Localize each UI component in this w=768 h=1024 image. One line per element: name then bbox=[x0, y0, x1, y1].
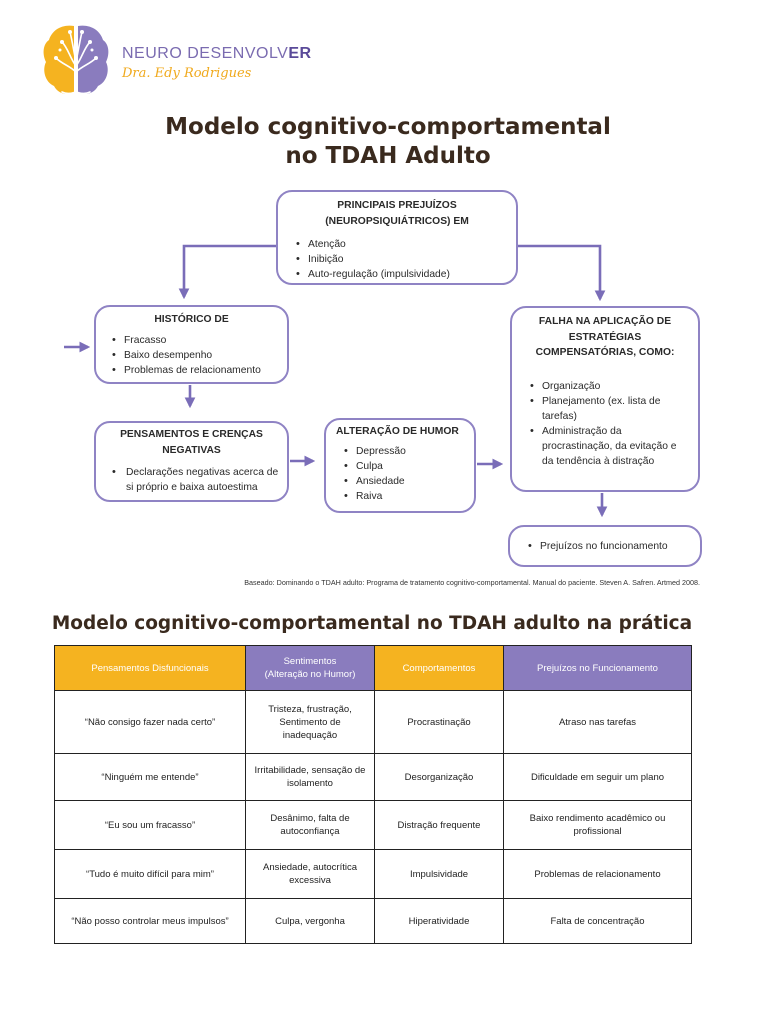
cell-prejuizo: Falta de concentração bbox=[503, 898, 692, 944]
table-row: “Não consigo fazer nada certo” Tristeza,… bbox=[54, 690, 692, 754]
falha-list: Organização Planejamento (ex. lista de t… bbox=[522, 379, 688, 469]
funcionamento-list: Prejuízos no funcionamento bbox=[520, 539, 690, 554]
section-title: Modelo cognitivo-comportamental no TDAH … bbox=[51, 613, 693, 634]
pensamentos-list: Declarações negativas acerca de si própr… bbox=[104, 465, 279, 495]
cell-prejuizo: Problemas de relacionamento bbox=[503, 849, 692, 899]
list-item: Baixo desempenho bbox=[104, 348, 279, 363]
list-item: Organização bbox=[522, 379, 688, 394]
page-title: Modelo cognitivo-comportamental no TDAH … bbox=[0, 113, 768, 171]
humor-list: Depressão Culpa Ansiedade Raiva bbox=[336, 444, 464, 504]
list-item: Ansiedade bbox=[336, 474, 464, 489]
cell-prejuizo: Baixo rendimento acadêmico ou profission… bbox=[503, 800, 692, 850]
cell-comportamento: Desorganização bbox=[374, 753, 504, 801]
cell-comportamento: Procrastinação bbox=[374, 690, 504, 754]
table-row: “Ninguém me entende” Irritabilidade, sen… bbox=[54, 753, 692, 801]
list-item: Auto-regulação (impulsividade) bbox=[288, 267, 506, 282]
box-heading: FALHA NA APLICAÇÃO DE ESTRATÉGIAS COMPEN… bbox=[535, 316, 675, 358]
header-sentimentos: Sentimentos (Alteração no Humor) bbox=[245, 645, 375, 691]
box-historico: HISTÓRICO DE Fracasso Baixo desempenho P… bbox=[94, 305, 289, 384]
cell-pensamento: “Ninguém me entende” bbox=[54, 753, 246, 801]
list-item: Raiva bbox=[336, 489, 464, 504]
arrow-prejuizos-to-falha bbox=[518, 244, 606, 302]
cell-prejuizo: Atraso nas tarefas bbox=[503, 690, 692, 754]
table-row: “Tudo é muito difícil para mim” Ansiedad… bbox=[54, 849, 692, 899]
header-comportamentos: Comportamentos bbox=[374, 645, 504, 691]
page-title-line-1: Modelo cognitivo-comportamental bbox=[165, 114, 611, 140]
cell-pensamento: “Eu sou um fracasso” bbox=[54, 800, 246, 850]
list-item: Prejuízos no funcionamento bbox=[520, 539, 690, 554]
cell-pensamento: “Tudo é muito difícil para mim” bbox=[54, 849, 246, 899]
list-item: Planejamento (ex. lista de tarefas) bbox=[522, 394, 688, 424]
list-item: Fracasso bbox=[104, 333, 279, 348]
header-prejuizos: Prejuízos no Funcionamento bbox=[503, 645, 692, 691]
box-heading: PENSAMENTOS E CRENÇAS NEGATIVAS bbox=[120, 429, 263, 456]
cell-sentimento: Culpa, vergonha bbox=[245, 898, 375, 944]
list-item: Declarações negativas acerca de si própr… bbox=[104, 465, 279, 495]
cell-comportamento: Hiperatividade bbox=[374, 898, 504, 944]
brain-tree-icon bbox=[43, 25, 109, 95]
brand-name: NEURO DESENVOLVER bbox=[122, 45, 312, 62]
practice-table: Pensamentos Disfuncionais Sentimentos (A… bbox=[54, 645, 692, 944]
list-item: Problemas de relacionamento bbox=[104, 363, 279, 378]
box-falha-estrategias: FALHA NA APLICAÇÃO DE ESTRATÉGIAS COMPEN… bbox=[510, 306, 700, 492]
arrow-prejuizos-to-historico bbox=[178, 244, 276, 300]
page-title-line-2: no TDAH Adulto bbox=[285, 143, 491, 169]
table-row: “Não posso controlar meus impulsos” Culp… bbox=[54, 898, 692, 944]
cell-sentimento: Ansiedade, autocrítica excessiva bbox=[245, 849, 375, 899]
list-item: Atenção bbox=[288, 237, 506, 252]
box-principais-prejuizos: PRINCIPAIS PREJUÍZOS (NEUROPSIQUIÁTRICOS… bbox=[276, 190, 518, 285]
historico-list: Fracasso Baixo desempenho Problemas de r… bbox=[104, 333, 279, 378]
brand-subtitle: Dra. Edy Rodrigues bbox=[122, 66, 252, 81]
cell-pensamento: “Não consigo fazer nada certo” bbox=[54, 690, 246, 754]
box-pensamentos-negativos: PENSAMENTOS E CRENÇAS NEGATIVAS Declaraç… bbox=[94, 421, 289, 502]
prejuizos-list: Atenção Inibição Auto-regulação (impulsi… bbox=[288, 237, 506, 282]
header-pensamentos: Pensamentos Disfuncionais bbox=[54, 645, 246, 691]
cell-sentimento: Irritabilidade, sensação de isolamento bbox=[245, 753, 375, 801]
list-item: Culpa bbox=[336, 459, 464, 474]
box-prejuizos-funcionamento: Prejuízos no funcionamento bbox=[508, 525, 702, 567]
list-item: Inibição bbox=[288, 252, 506, 267]
cell-comportamento: Distração frequente bbox=[374, 800, 504, 850]
table-header-row: Pensamentos Disfuncionais Sentimentos (A… bbox=[54, 645, 692, 691]
box-alteracao-humor: ALTERAÇÃO DE HUMOR Depressão Culpa Ansie… bbox=[324, 418, 476, 513]
cell-prejuizo: Dificuldade em seguir um plano bbox=[503, 753, 692, 801]
list-item: Administração da procrastinação, da evit… bbox=[522, 424, 688, 469]
box-heading: HISTÓRICO DE bbox=[154, 314, 229, 325]
cell-pensamento: “Não posso controlar meus impulsos” bbox=[54, 898, 246, 944]
cell-comportamento: Impulsividade bbox=[374, 849, 504, 899]
table-row: “Eu sou um fracasso” Desânimo, falta de … bbox=[54, 800, 692, 850]
box-heading: ALTERAÇÃO DE HUMOR bbox=[336, 426, 459, 437]
cell-sentimento: Tristeza, frustração, Sentimento de inad… bbox=[245, 690, 375, 754]
box-heading: PRINCIPAIS PREJUÍZOS (NEUROPSIQUIÁTRICOS… bbox=[325, 200, 469, 227]
list-item: Depressão bbox=[336, 444, 464, 459]
cell-sentimento: Desânimo, falta de autoconfiança bbox=[245, 800, 375, 850]
source-note: Baseado: Dominando o TDAH adulto: Progra… bbox=[244, 578, 700, 587]
